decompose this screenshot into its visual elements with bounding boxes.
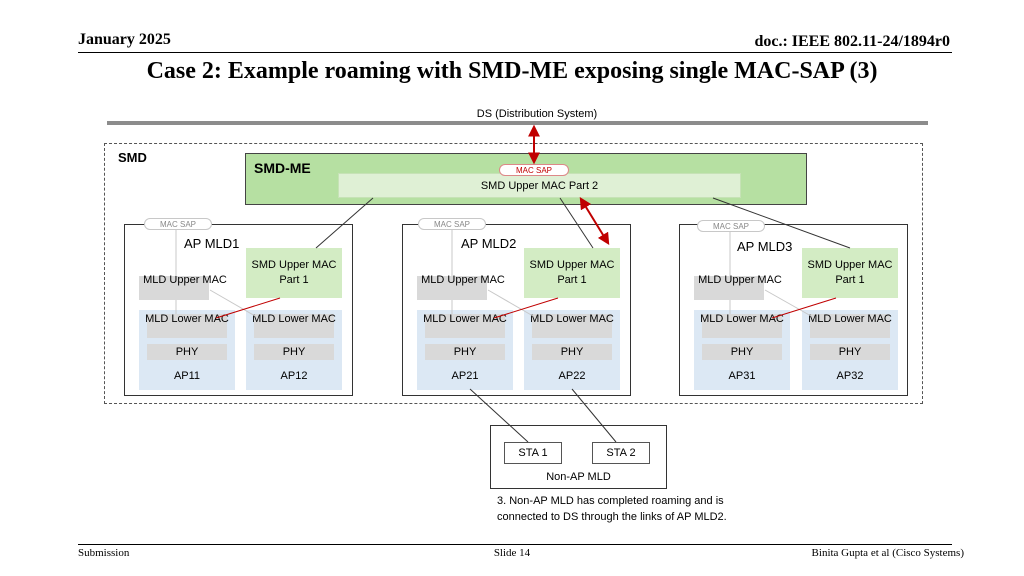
ap21-phy: PHY bbox=[453, 346, 477, 358]
ap31-phy: PHY bbox=[730, 346, 754, 358]
ap11-lower-mac: MLD Lower MAC bbox=[145, 313, 229, 325]
ap22-column bbox=[524, 310, 620, 390]
ds-bar bbox=[107, 121, 928, 125]
roaming-note: 3. Non-AP MLD has completed roaming and … bbox=[497, 495, 727, 523]
ap11-phy: PHY bbox=[175, 346, 199, 358]
link-ap21-sta1 bbox=[469, 388, 529, 443]
ap11-label: AP11 bbox=[173, 370, 201, 382]
link-smdme-mld2 bbox=[559, 197, 594, 249]
ap21-column bbox=[417, 310, 513, 390]
ap-mld2-title: AP MLD2 bbox=[461, 236, 517, 251]
ap11-column bbox=[139, 310, 235, 390]
ap12-phy: PHY bbox=[282, 346, 306, 358]
ap-mld2-mld-upper: MLD Upper MAC bbox=[421, 274, 505, 286]
footer-slide-number: Slide 14 bbox=[493, 547, 531, 559]
red-link-mld1 bbox=[215, 297, 281, 319]
ap-mld2-mac-sap: MAC SAP bbox=[418, 218, 486, 230]
footer-divider bbox=[78, 544, 952, 545]
ap21-label: AP21 bbox=[451, 370, 479, 382]
ap-mld3-mld-upper-block bbox=[694, 276, 764, 300]
link-ap22-sta2 bbox=[571, 388, 617, 443]
smd-label: SMD bbox=[118, 150, 147, 165]
ap-mld1-title: AP MLD1 bbox=[184, 236, 240, 251]
ap31-label: AP31 bbox=[728, 370, 756, 382]
footer-submission: Submission bbox=[78, 547, 130, 559]
smd-region bbox=[104, 143, 923, 404]
ap-mld1-mld-upper: MLD Upper MAC bbox=[143, 274, 227, 286]
footer-authors: Binita Gupta et al (Cisco Systems) bbox=[811, 547, 964, 559]
ap-mld3-smd-upper: SMD Upper MAC Part 1 bbox=[802, 248, 898, 298]
link-smdme-mld1 bbox=[315, 197, 374, 249]
ap12-lower-mac: MLD Lower MAC bbox=[252, 313, 336, 325]
red-link-mld3 bbox=[771, 297, 837, 319]
ap-mld3-mld-upper: MLD Upper MAC bbox=[698, 274, 782, 286]
ap21-lower-mac: MLD Lower MAC bbox=[423, 313, 507, 325]
sta2-box: STA 2 bbox=[592, 442, 650, 464]
ap32-label: AP32 bbox=[836, 370, 864, 382]
header-doc-id: doc.: IEEE 802.11-24/1894r0 bbox=[754, 33, 950, 50]
smd-upper-mac-part2: SMD Upper MAC Part 2 bbox=[338, 173, 741, 198]
non-ap-mld-label: Non-AP MLD bbox=[546, 471, 611, 483]
ap-mld3-title: AP MLD3 bbox=[737, 239, 793, 254]
ap12-label: AP12 bbox=[280, 370, 308, 382]
slide-title: Case 2: Example roaming with SMD-ME expo… bbox=[146, 58, 878, 84]
red-link-mld2 bbox=[493, 297, 559, 319]
smd-me-mac-sap: MAC SAP bbox=[499, 164, 569, 176]
ap-mld3-mac-sap: MAC SAP bbox=[697, 220, 765, 232]
ap-mld1-mld-upper-block bbox=[139, 276, 209, 300]
ds-label: DS (Distribution System) bbox=[476, 108, 598, 120]
ap22-label: AP22 bbox=[558, 370, 586, 382]
ap-mld1-smd-upper: SMD Upper MAC Part 1 bbox=[246, 248, 342, 298]
smdme-mld2-arrow bbox=[579, 196, 610, 246]
ap32-column bbox=[802, 310, 898, 390]
link-smdme-mld3 bbox=[712, 197, 851, 249]
ap22-phy: PHY bbox=[560, 346, 584, 358]
sta1-box: STA 1 bbox=[504, 442, 562, 464]
ap-mld2-mld-upper-block bbox=[417, 276, 487, 300]
ap32-lower-mac: MLD Lower MAC bbox=[808, 313, 892, 325]
ap32-phy: PHY bbox=[838, 346, 862, 358]
ap-mld2-smd-upper: SMD Upper MAC Part 1 bbox=[524, 248, 620, 298]
ap12-column bbox=[246, 310, 342, 390]
ap22-lower-mac: MLD Lower MAC bbox=[530, 313, 614, 325]
header-divider bbox=[78, 52, 952, 53]
ap-mld1-mac-sap: MAC SAP bbox=[144, 218, 212, 230]
smd-me-label: SMD-ME bbox=[254, 160, 311, 176]
ap31-lower-mac: MLD Lower MAC bbox=[700, 313, 784, 325]
ap31-column bbox=[694, 310, 790, 390]
header-date: January 2025 bbox=[78, 31, 171, 48]
